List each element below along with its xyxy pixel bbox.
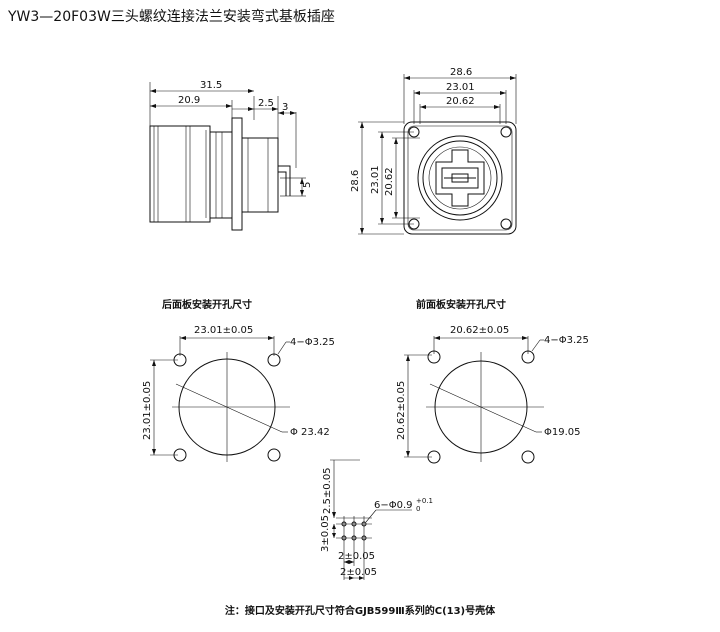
dim-20-62-v: 20.62 [384, 167, 395, 196]
pcb-hole-dia: 6−Φ0.9 [374, 500, 413, 511]
pcb-layout: 2.5±0.05 6−Φ0.9 +0.1 0 3±0.05 2±0.05 [320, 459, 433, 580]
front-main-dia: Φ19.05 [544, 427, 581, 438]
dim-23-01-h: 23.01 [446, 82, 475, 93]
pcb-dim-row: 3±0.05 [320, 515, 331, 552]
rear-cutout: 23.01±0.05 23.01±0.05 4−Φ3.25 Φ 23.42 [142, 325, 335, 462]
dim-23-01-v: 23.01 [370, 165, 381, 194]
pcb-dim-top: 2.5±0.05 [322, 467, 333, 514]
dim-3: 3 [282, 102, 288, 113]
rear-hole-dia: 4−Φ3.25 [290, 337, 335, 348]
pcb-dim-col-1: 2±0.05 [338, 551, 375, 562]
rear-hole-spacing-h: 23.01±0.05 [194, 325, 253, 336]
front-cutout-label: 前面板安装开孔尺寸 [416, 300, 506, 311]
rear-cutout-label: 后面板安装开孔尺寸 [162, 300, 252, 311]
pcb-hole-tol-plus: +0.1 [416, 497, 433, 505]
dim-28-6-h: 28.6 [450, 67, 472, 78]
dim-20-62-h: 20.62 [446, 96, 475, 107]
front-hole-spacing-v: 20.62±0.05 [396, 381, 407, 440]
front-hole-dia: 4−Φ3.25 [544, 335, 589, 346]
dim-5: 5 [302, 182, 313, 188]
pcb-hole-tol-zero: 0 [416, 505, 420, 513]
footnote: 注：接口及安装开孔尺寸符合GJB599Ⅲ系列的C(13)号壳体 [224, 606, 496, 617]
front-cutout: 20.62±0.05 20.62±0.05 4−Φ3.25 Φ19.05 [396, 325, 589, 464]
dim-20-9: 20.9 [178, 95, 200, 106]
front-hole-spacing-h: 20.62±0.05 [450, 325, 509, 336]
drawing-title: YW3—20F03W三头螺纹连接法兰安装弯式基板插座 [8, 9, 335, 25]
side-view: 31.5 20.9 2.5 3 [149, 80, 313, 231]
front-view: 28.6 23.01 20.62 28.6 23.01 20.62 [350, 67, 517, 235]
dim-28-6-v: 28.6 [350, 170, 361, 192]
dim-31-5: 31.5 [200, 80, 222, 91]
dim-2-5: 2.5 [258, 98, 274, 109]
pcb-dim-col-2: 2±0.05 [340, 567, 377, 578]
rear-hole-spacing-v: 23.01±0.05 [142, 381, 153, 440]
rear-main-dia: Φ 23.42 [290, 427, 330, 438]
